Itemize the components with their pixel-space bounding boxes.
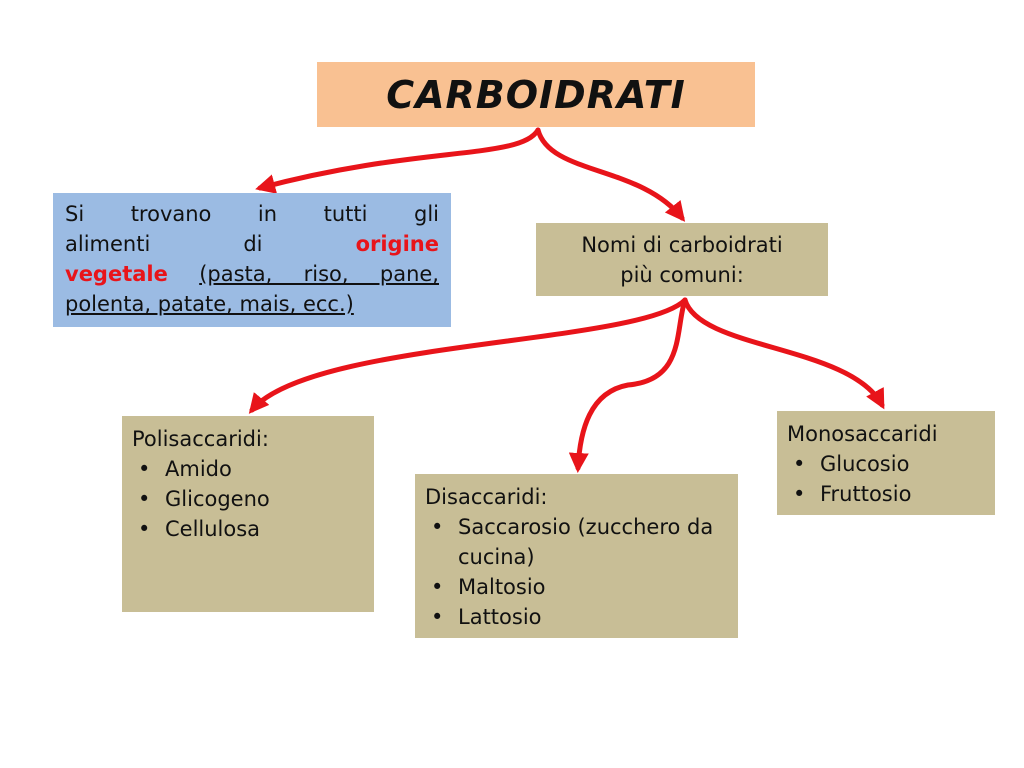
- list-item: Fruttosio: [787, 479, 985, 509]
- list-item: Saccarosio (zucchero da cucina): [425, 512, 728, 572]
- disaccharides-heading: Disaccaridi:: [425, 485, 548, 509]
- origin-line-1: Si trovano in tutti gli: [65, 202, 439, 226]
- list-item: Lattosio: [425, 602, 728, 632]
- list-item: Maltosio: [425, 572, 728, 602]
- list-item: Cellulosa: [132, 514, 364, 544]
- monosaccharides-list: Glucosio Fruttosio: [787, 449, 985, 509]
- vegetable-highlight: vegetale: [65, 262, 168, 286]
- disaccharides-box: Disaccaridi: Saccarosio (zucchero da cuc…: [415, 474, 738, 638]
- polysaccharides-heading: Polisaccaridi:: [132, 427, 269, 451]
- list-item: Amido: [132, 454, 364, 484]
- list-item: Glucosio: [787, 449, 985, 479]
- arrow-to-origin: [255, 127, 541, 194]
- arrow-to-common-names: [535, 127, 686, 222]
- polysaccharides-box: Polisaccaridi: Amido Glicogeno Cellulosa: [122, 416, 374, 612]
- examples-text-1: (pasta, riso, pane,: [199, 262, 439, 286]
- origin-line-3: vegetale (pasta, riso, pane,: [65, 259, 439, 289]
- origin-plain-text: alimenti di: [65, 232, 263, 256]
- disaccharides-list: Saccarosio (zucchero da cucina) Maltosio…: [425, 512, 728, 632]
- origin-line-2: alimenti di origine: [65, 229, 439, 259]
- list-item: Glicogeno: [132, 484, 364, 514]
- origin-box: Si trovano in tutti gli alimenti di orig…: [53, 193, 451, 327]
- examples-text-2: polenta, patate, mais, ecc.): [65, 292, 354, 316]
- monosaccharides-heading: Monosaccaridi: [787, 422, 938, 446]
- common-names-line-2: più comuni:: [620, 262, 744, 287]
- title-box: CARBOIDRATI: [317, 62, 755, 127]
- arrow-to-polysaccharides: [248, 297, 688, 414]
- diagram-title: CARBOIDRATI: [386, 72, 686, 117]
- common-names-box: Nomi di carboidrati più comuni:: [536, 223, 828, 296]
- arrow-to-monosaccharides: [682, 297, 885, 410]
- arrow-to-disaccharides: [568, 297, 688, 473]
- common-names-line-1: Nomi di carboidrati: [581, 232, 783, 257]
- polysaccharides-list: Amido Glicogeno Cellulosa: [132, 454, 364, 544]
- monosaccharides-box: Monosaccaridi Glucosio Fruttosio: [777, 411, 995, 515]
- origin-highlight: origine: [355, 232, 439, 256]
